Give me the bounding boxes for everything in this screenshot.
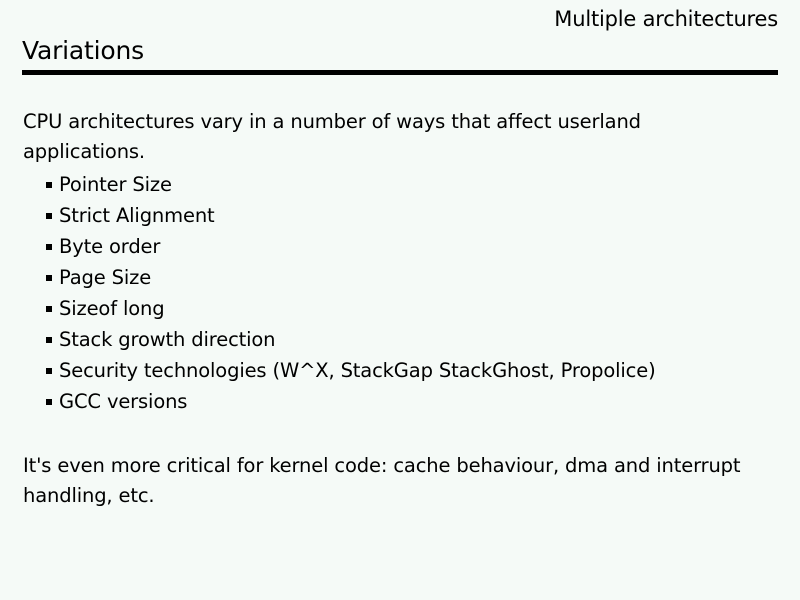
list-item-label: Security technologies (W^X, StackGap Sta… xyxy=(59,359,656,382)
list-item: Sizeof long xyxy=(23,293,763,324)
slide-header: Multiple architectures Variations xyxy=(0,0,800,76)
square-bullet-icon xyxy=(46,306,52,312)
square-bullet-icon xyxy=(46,244,52,250)
square-bullet-icon xyxy=(46,182,52,188)
list-item-label: GCC versions xyxy=(59,390,188,413)
list-item: Strict Alignment xyxy=(23,200,763,231)
list-item-label: Stack growth direction xyxy=(59,328,276,351)
square-bullet-icon xyxy=(46,213,52,219)
page-title: Variations xyxy=(22,36,144,65)
list-item-label: Strict Alignment xyxy=(59,204,215,227)
closing-paragraph: It's even more critical for kernel code:… xyxy=(23,454,741,507)
list-item: Security technologies (W^X, StackGap Sta… xyxy=(23,355,763,386)
list-item: Stack growth direction xyxy=(23,324,763,355)
square-bullet-icon xyxy=(46,275,52,281)
variation-list: Pointer Size Strict Alignment Byte order… xyxy=(23,169,763,417)
list-item: Byte order xyxy=(23,231,763,262)
list-item-label: Byte order xyxy=(59,235,161,258)
list-item-label: Sizeof long xyxy=(59,297,165,320)
list-item: Pointer Size xyxy=(23,169,763,200)
list-item: GCC versions xyxy=(23,386,763,417)
list-item-label: Pointer Size xyxy=(59,173,172,196)
intro-paragraph: CPU architectures vary in a number of wa… xyxy=(23,110,641,163)
header-topic: Multiple architectures xyxy=(554,7,778,31)
square-bullet-icon xyxy=(46,337,52,343)
square-bullet-icon xyxy=(46,368,52,374)
title-divider xyxy=(22,70,778,75)
list-item-label: Page Size xyxy=(59,266,152,289)
list-item: Page Size xyxy=(23,262,763,293)
square-bullet-icon xyxy=(46,399,52,405)
